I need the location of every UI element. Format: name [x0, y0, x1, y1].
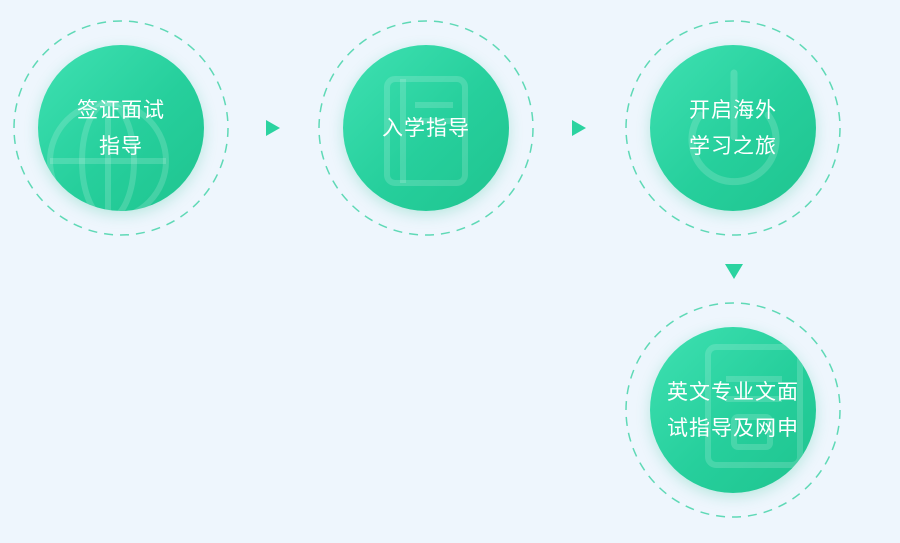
step-circle: 签证面试 指导	[38, 45, 204, 211]
step-label: 入学指导	[382, 116, 470, 140]
step-circle: 英文专业文面 试指导及网申	[650, 327, 816, 493]
step-enrollment-guidance: 入学指导	[317, 19, 535, 237]
step-english-interview-application: 英文专业文面 试指导及网申	[624, 301, 842, 519]
document-icon	[705, 344, 803, 468]
arrow-down-icon	[725, 264, 743, 279]
dashed-ring	[625, 20, 841, 236]
step-circle: 开启海外 学习之旅	[650, 45, 816, 211]
step-label: 签证面试 指导	[77, 98, 165, 158]
step-label: 开启海外 学习之旅	[689, 98, 777, 158]
dashed-ring	[13, 20, 229, 236]
dashed-ring	[318, 20, 534, 236]
step-start-overseas-study: 开启海外 学习之旅	[624, 19, 842, 237]
step-visa-interview: 签证面试 指导	[12, 19, 230, 237]
book-icon	[384, 76, 468, 186]
arrow-right-icon	[572, 120, 586, 136]
dashed-ring	[625, 302, 841, 518]
arrow-right-icon	[266, 120, 280, 136]
power-icon	[688, 69, 780, 186]
globe-icon	[47, 100, 169, 211]
step-label: 英文专业文面 试指导及网申	[667, 380, 799, 440]
step-circle: 入学指导	[343, 45, 509, 211]
